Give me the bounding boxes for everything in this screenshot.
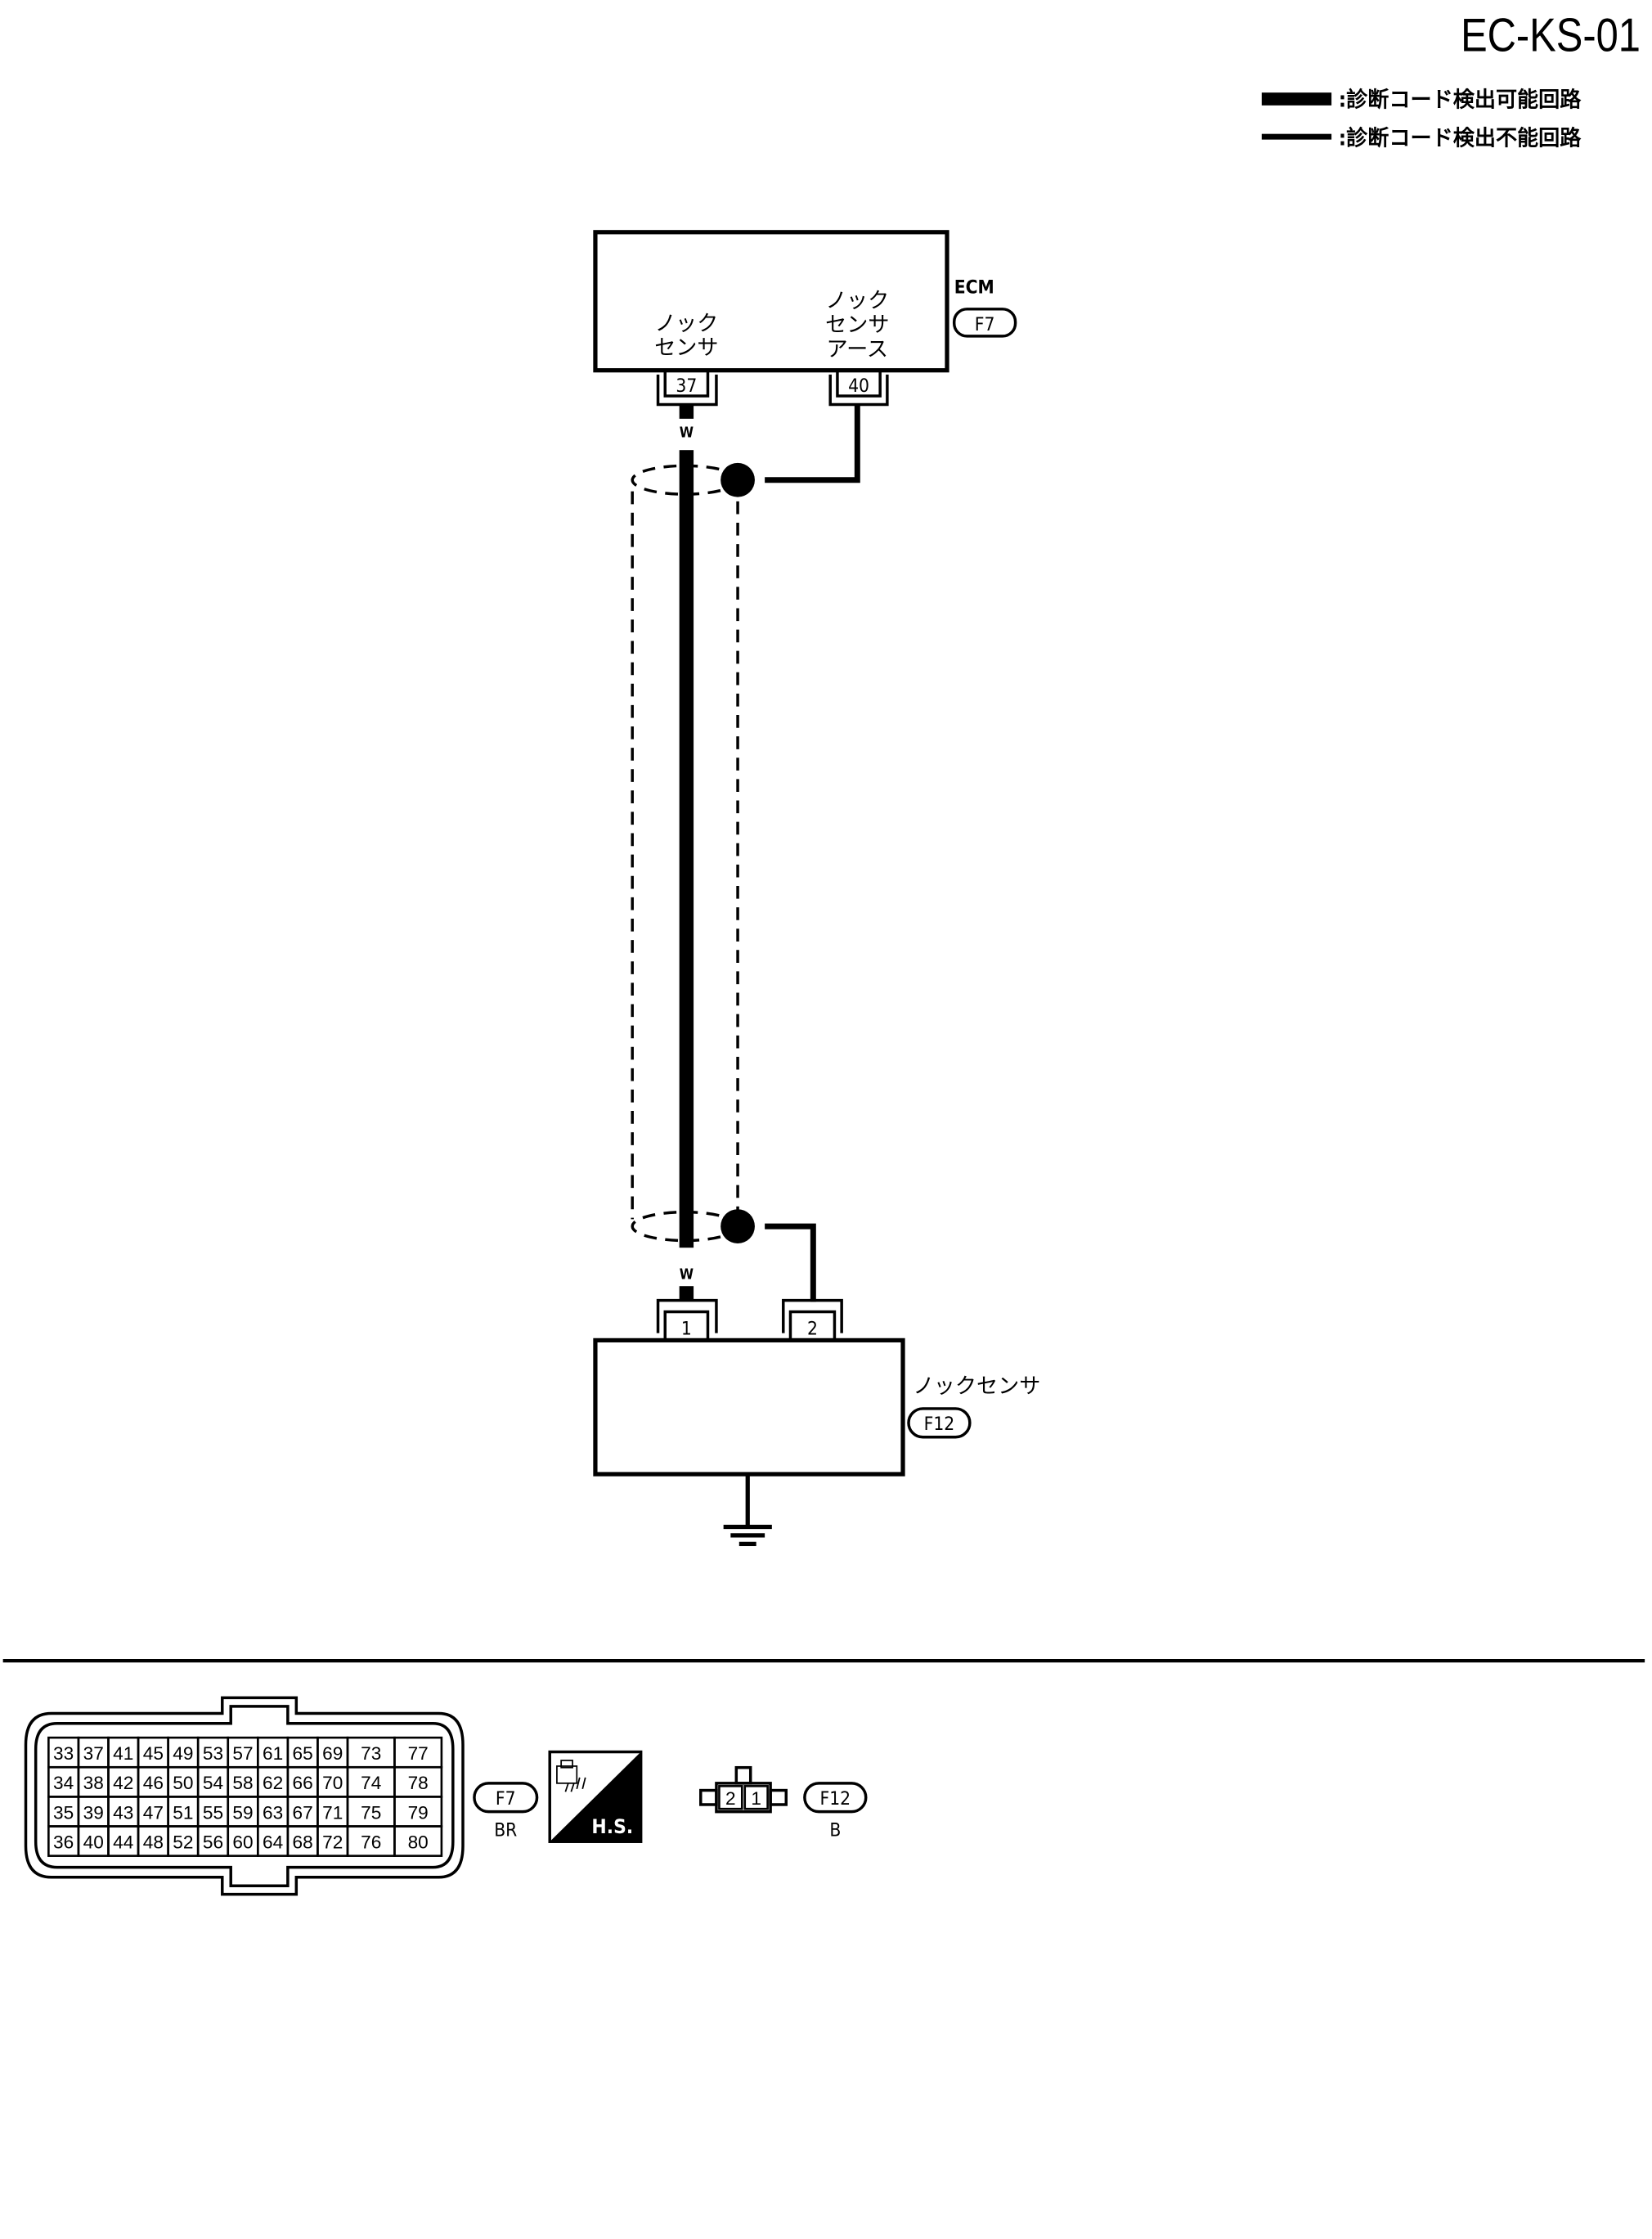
f7-pin-70: 70 <box>322 1773 343 1793</box>
f7-pin-44: 44 <box>113 1832 133 1853</box>
f7-pin-68: 68 <box>293 1832 313 1853</box>
f7-pin-41: 41 <box>113 1743 133 1764</box>
f7-pin-39: 39 <box>83 1802 104 1823</box>
f7-pin-59: 59 <box>232 1802 253 1823</box>
f7-pin-46: 46 <box>143 1773 164 1793</box>
f7-pin-47: 47 <box>143 1802 164 1823</box>
f7-pin-76: 76 <box>361 1832 381 1853</box>
f7-pin-67: 67 <box>293 1802 313 1823</box>
f7-pin-79: 79 <box>408 1802 429 1823</box>
legend-thin-line <box>1261 133 1332 140</box>
f7-color: BR <box>494 1819 517 1841</box>
knock-sensor-name: ノックセンサ <box>913 1374 1040 1399</box>
f7-cavity <box>393 1825 443 1857</box>
f12-pin-2: 2 <box>725 1788 736 1809</box>
ecm-name: ECM <box>954 277 994 299</box>
f7-pin-71: 71 <box>322 1802 343 1823</box>
f7-pin-40: 40 <box>83 1832 104 1853</box>
wiring: W W <box>631 404 860 1302</box>
terminal-40-label-3: アース <box>827 337 888 362</box>
f7-pin-34: 34 <box>53 1773 74 1793</box>
f7-pin-77: 77 <box>408 1743 429 1764</box>
f12-connector-view: 2 1 <box>699 1765 788 1814</box>
f7-connector-view: 33 37 41 45 49 53 57 61 65 69 73 77 34 38 42 46 50 54 58 62… <box>24 1696 465 1896</box>
ecm-connector-id: F7 <box>975 314 995 335</box>
f7-pin-37: 37 <box>83 1743 104 1764</box>
legend-thin-label: :診断コード検出不能回路 <box>1339 126 1582 151</box>
f7-pin-66: 66 <box>293 1773 313 1793</box>
terminal-37: 37 <box>676 375 697 397</box>
f7-pin-60: 60 <box>232 1832 253 1853</box>
terminal-37-label-2: センサ <box>654 336 718 361</box>
f7-pin-62: 62 <box>263 1773 283 1793</box>
f7-pin-61: 61 <box>263 1743 283 1764</box>
page-id: EC-KS-01 <box>1461 10 1641 62</box>
ground-wire-top <box>765 404 860 483</box>
f7-pin-54: 54 <box>203 1773 223 1793</box>
f12-badge <box>803 1782 868 1814</box>
f7-pin-78: 78 <box>408 1773 429 1793</box>
f7-pin-74: 74 <box>361 1773 381 1793</box>
terminal-40: 40 <box>848 375 869 397</box>
f7-pin-80: 80 <box>408 1832 429 1853</box>
terminal-2: 2 <box>807 1318 818 1339</box>
f7-pin-55: 55 <box>203 1802 223 1823</box>
legend-thick-line <box>1261 92 1332 106</box>
ground-wire-bottom <box>765 1223 816 1302</box>
ground-icon <box>723 1474 772 1546</box>
knock-sensor-connector-id: F12 <box>924 1414 955 1435</box>
f7-pin-57: 57 <box>232 1743 253 1764</box>
wire-color-bottom: W <box>680 1267 694 1284</box>
f7-pin-48: 48 <box>143 1832 164 1853</box>
knock-sensor-unit: 1 2 ノックセンサ F12 <box>593 1298 1040 1546</box>
f12-pin-1: 1 <box>751 1788 761 1809</box>
legend: :診断コード検出可能回路 :診断コード検出不能回路 <box>1261 88 1582 151</box>
f7-pin-63: 63 <box>263 1802 283 1823</box>
f7-pin-49: 49 <box>173 1743 193 1764</box>
f7-pin-43: 43 <box>113 1802 133 1823</box>
f7-pin-72: 72 <box>322 1832 343 1853</box>
legend-thick-label: :診断コード検出可能回路 <box>1339 88 1582 113</box>
f7-badge <box>473 1782 539 1814</box>
f12-color: B <box>829 1819 841 1841</box>
f7-pin-56: 56 <box>203 1832 223 1853</box>
terminal-40-label-2: センサ <box>825 313 889 338</box>
f7-pin-58: 58 <box>232 1773 253 1793</box>
f7-pin-52: 52 <box>173 1832 193 1853</box>
f7-pin-45: 45 <box>143 1743 164 1764</box>
f7-pin-38: 38 <box>83 1773 104 1793</box>
harness-side-icon: H.S. <box>548 1750 643 1843</box>
f7-pin-73: 73 <box>361 1743 381 1764</box>
f7-pin-51: 51 <box>173 1802 193 1823</box>
f7-pin-42: 42 <box>113 1773 133 1793</box>
f7-pin-75: 75 <box>361 1802 381 1823</box>
ecm-connector-badge <box>952 308 1017 338</box>
ecm-unit: ECM F7 ノック センサ ノック センサ アース 37 40 <box>593 230 1017 407</box>
f7-pin-65: 65 <box>293 1743 313 1764</box>
f7-pin-53: 53 <box>203 1743 223 1764</box>
f7-id: F7 <box>496 1788 516 1810</box>
f7-pin-64: 64 <box>263 1832 283 1853</box>
hs-label: H.S. <box>591 1814 633 1838</box>
f7-pin-36: 36 <box>53 1832 74 1853</box>
terminal-1: 1 <box>681 1318 692 1339</box>
terminal-40-label-1: ノック <box>825 289 889 313</box>
shield-junction-bottom <box>721 1209 755 1243</box>
terminal-37-label-1: ノック <box>654 312 718 336</box>
f7-pin-50: 50 <box>173 1773 193 1793</box>
f7-pin-33: 33 <box>53 1743 74 1764</box>
signal-wire-thick <box>679 450 694 1248</box>
knock-sensor-connector-badge <box>907 1407 972 1439</box>
f7-pin-35: 35 <box>53 1802 74 1823</box>
f7-pin-69: 69 <box>322 1743 343 1764</box>
wire-color-top: W <box>680 425 694 442</box>
f12-id: F12 <box>820 1788 851 1810</box>
